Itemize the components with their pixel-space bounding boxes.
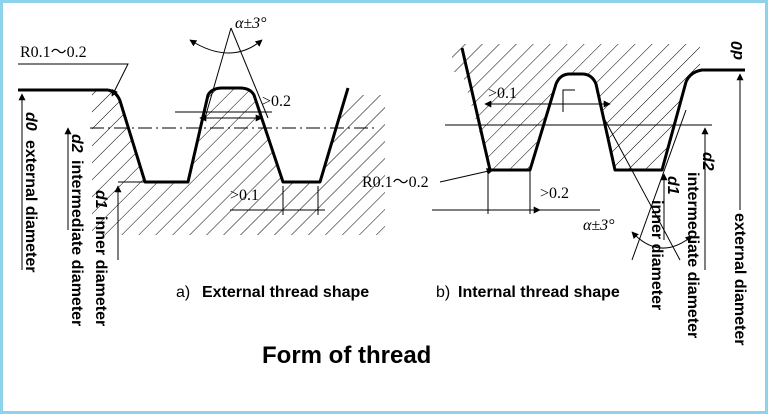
internal-d0-text: external diameter bbox=[731, 213, 748, 346]
external-radius-leader bbox=[18, 63, 129, 97]
external-hatch-region bbox=[92, 88, 385, 235]
external-d0-text: external diameter bbox=[22, 140, 39, 273]
internal-radius-leader bbox=[439, 167, 494, 183]
internal-d2-symbol: d2 bbox=[699, 152, 716, 171]
external-profile bbox=[107, 86, 350, 184]
external-gt-top-label: >0.2 bbox=[262, 93, 291, 110]
internal-angle-arc bbox=[631, 231, 693, 249]
external-gt-bottom-label: >0.1 bbox=[230, 187, 259, 204]
external-d2-symbol: d2 bbox=[68, 134, 85, 153]
internal-thread-drawing bbox=[432, 44, 745, 270]
internal-profile bbox=[460, 47, 745, 172]
internal-hatch-region bbox=[452, 44, 700, 170]
external-caption-letter: a) bbox=[176, 284, 190, 301]
internal-d0-symbol: d0 bbox=[729, 41, 746, 60]
external-radius-label: R0.1～0.2 bbox=[20, 44, 87, 61]
page-title: Form of thread bbox=[262, 342, 431, 369]
internal-gt-top-label: >0.1 bbox=[488, 85, 517, 102]
internal-d2-text: intermediate diameter bbox=[684, 172, 701, 338]
internal-d1-text: inner diameter bbox=[648, 200, 665, 310]
external-angle-arc bbox=[189, 39, 263, 54]
external-thread-drawing bbox=[18, 27, 385, 270]
internal-gt-bottom-label: >0.2 bbox=[540, 185, 569, 202]
internal-gt-top-mark bbox=[562, 89, 575, 112]
internal-radius-label: R0.1～0.2 bbox=[362, 174, 429, 191]
internal-angle-label: α±3° bbox=[583, 217, 615, 234]
external-d1-symbol: d1 bbox=[92, 190, 109, 209]
internal-d1-symbol: d1 bbox=[664, 176, 681, 195]
external-d1-text: inner diameter bbox=[92, 216, 109, 326]
external-d2-text: intermediate diameter bbox=[68, 160, 85, 326]
internal-caption-text: Internal thread shape bbox=[458, 284, 620, 301]
external-angle-label: α±3° bbox=[235, 15, 267, 32]
internal-caption-letter: b) bbox=[436, 284, 450, 301]
external-caption-text: External thread shape bbox=[202, 284, 369, 301]
external-d0-symbol: d0 bbox=[22, 112, 39, 131]
